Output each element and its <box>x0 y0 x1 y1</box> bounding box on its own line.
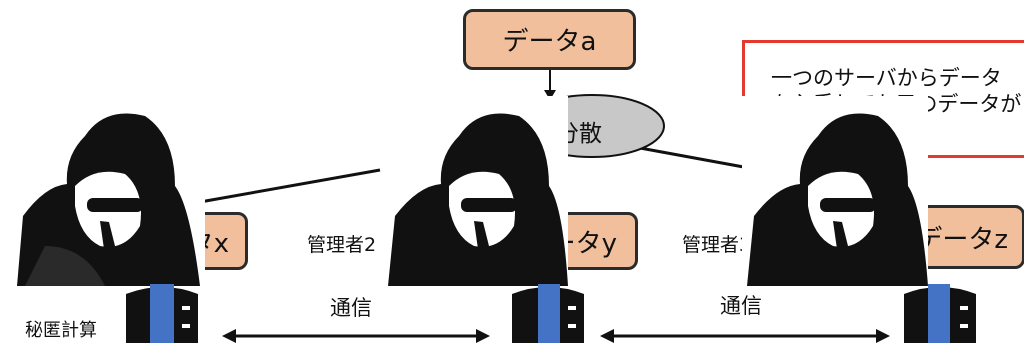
comm-label-2: 通信 <box>720 294 762 318</box>
data-a-box: データa <box>463 9 636 70</box>
database-icon-3 <box>900 284 980 343</box>
database-icon-1 <box>122 284 202 343</box>
secure-compute-label: 秘匿計算 <box>25 320 97 341</box>
comm-label-1: 通信 <box>330 296 372 320</box>
comm-arrow-2 <box>600 329 890 343</box>
data-a-label: データa <box>502 27 597 57</box>
admin-3-label: 管理者3 <box>682 234 752 256</box>
split-arrow <box>544 66 556 100</box>
data-z-label: データz <box>916 224 1008 255</box>
database-icon-2 <box>508 284 588 343</box>
admin-2-label: 管理者2 <box>307 234 377 256</box>
comm-arrow-1 <box>222 329 490 343</box>
note-line-1: 一つのサーバからデータ <box>771 66 1002 90</box>
hacker-image-2 <box>383 96 568 286</box>
hacker-image-3 <box>742 96 928 286</box>
hacker-image-1 <box>5 96 205 286</box>
